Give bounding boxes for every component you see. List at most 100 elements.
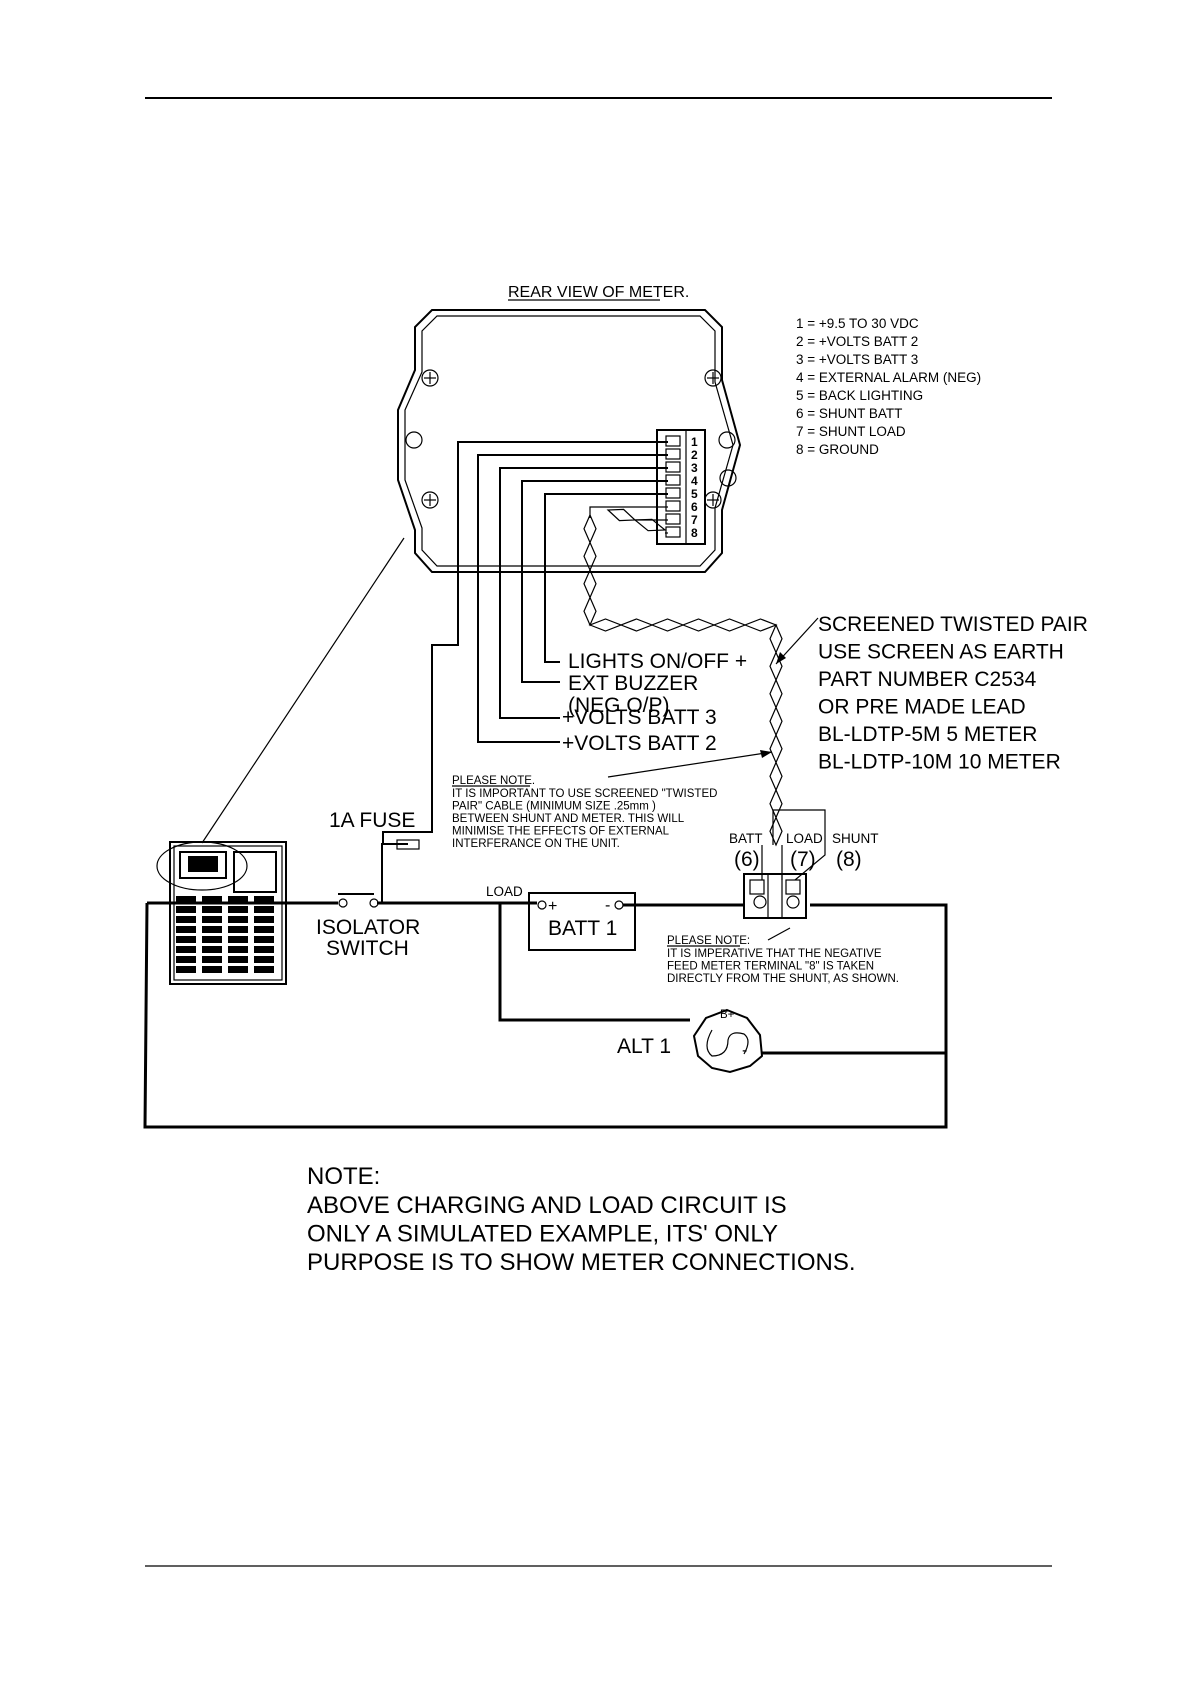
legend-item: 6 = SHUNT BATT <box>796 406 902 421</box>
screw-icon <box>421 369 439 387</box>
bottom-note-line: ONLY A SIMULATED EXAMPLE, ITS' ONLY <box>307 1221 778 1248</box>
breaker-switch-icon <box>228 946 248 953</box>
panel-screen-icon <box>233 851 277 893</box>
breaker-switch-icon <box>254 966 274 973</box>
meter-callout-line <box>201 537 405 844</box>
legend-item: 5 = BACK LIGHTING <box>796 388 923 403</box>
breaker-switch-icon <box>202 926 222 933</box>
battery-terminal-icon <box>614 900 624 910</box>
cable-info-line: USE SCREEN AS EARTH <box>818 641 1064 664</box>
alt-label: ALT 1 <box>617 1035 671 1058</box>
wire-label-batt2: +VOLTS BATT 2 <box>562 732 717 755</box>
mount-hole-icon <box>719 469 737 487</box>
battery-plus: + <box>548 898 557 915</box>
screw-icon <box>704 369 722 387</box>
isolator-contact-icon <box>338 898 348 908</box>
fuse-label: 1A FUSE <box>329 809 415 832</box>
fuse-wire <box>377 843 408 904</box>
bottom-note-heading: NOTE: <box>307 1163 380 1190</box>
ground-loop-wire <box>143 902 948 1129</box>
breaker-switch-icon <box>202 916 222 923</box>
pin-label: 7 <box>691 513 698 527</box>
terminal-slot <box>665 448 681 460</box>
screw-icon <box>421 491 439 509</box>
isolator-label-1: ISOLATOR <box>316 916 420 939</box>
breaker-switch-icon <box>202 896 222 903</box>
battery <box>528 892 636 951</box>
breaker-switch-icon <box>202 956 222 963</box>
bottom-note: NOTE:ABOVE CHARGING AND LOAD CIRCUIT ISO… <box>307 1163 856 1276</box>
shunt-num-batt: (6) <box>734 848 760 871</box>
note1-line: PAIR" CABLE (MINIMUM SIZE .25mm ) <box>452 801 656 813</box>
breaker-switch-icon <box>254 956 274 963</box>
mount-hole-icon <box>718 431 736 449</box>
meter-title: REAR VIEW OF METER. <box>508 284 689 301</box>
breaker-switch-icon <box>228 936 248 943</box>
breaker-switch-icon <box>176 916 196 923</box>
note1-line: MINIMISE THE EFFECTS OF EXTERNAL <box>452 826 670 838</box>
arrow-head-icon <box>776 652 786 664</box>
terminal-slot <box>665 474 681 486</box>
twisted-pair-cable <box>583 508 783 847</box>
breaker-switch-icon <box>176 896 196 903</box>
cable-info-line: BL-LDTP-10M 10 METER <box>818 751 1061 774</box>
pin-label: 2 <box>691 448 698 462</box>
breaker-switch-icon <box>228 906 248 913</box>
breaker-switch-icon <box>228 896 248 903</box>
alt-plus-label: B+ <box>720 1009 735 1021</box>
breaker-switch-icon <box>202 966 222 973</box>
bottom-note-line: PURPOSE IS TO SHOW METER CONNECTIONS. <box>307 1249 856 1276</box>
wire-label-lights: LIGHTS ON/OFF + <box>568 650 747 673</box>
wire-pin5 <box>544 493 668 663</box>
isolator-contact-icon <box>369 898 379 908</box>
battery-minus: - <box>605 897 610 914</box>
breaker-switch-icon <box>228 966 248 973</box>
breaker-switch-icon <box>176 956 196 963</box>
shunt-sense-wire <box>772 809 826 881</box>
load-label: LOAD <box>486 884 523 899</box>
note1-heading: PLEASE NOTE. <box>452 775 535 787</box>
cable-info-line: PART NUMBER C2534 <box>818 668 1037 691</box>
breaker-switch-icon <box>202 906 222 913</box>
legend-item: 8 = GROUND <box>796 442 879 457</box>
shunt-num-shunt: (8) <box>836 848 862 871</box>
terminal-slot <box>665 500 681 512</box>
legend-item: 3 = +VOLTS BATT 3 <box>796 352 918 367</box>
wire-label-buzzer: EXT BUZZER <box>568 672 698 695</box>
note2-heading: PLEASE NOTE: <box>667 935 750 947</box>
legend-item: 4 = EXTERNAL ALARM (NEG) <box>796 370 981 385</box>
wire-label-buzzer-sub: (NEG O/P) <box>568 694 670 717</box>
shunt-label-shunt: SHUNT <box>832 831 879 846</box>
breaker-switch-icon <box>254 896 274 903</box>
breaker-switch-icon <box>228 956 248 963</box>
arrow-head-icon <box>760 750 772 758</box>
breaker-switch-icon <box>176 946 196 953</box>
breaker-switch-icon <box>202 946 222 953</box>
note-negative-feed: PLEASE NOTE:IT IS IMPERATIVE THAT THE NE… <box>667 935 899 985</box>
breaker-switch-icon <box>176 936 196 943</box>
battery-label: BATT 1 <box>548 917 617 940</box>
alt-pos-wire <box>498 903 690 1022</box>
note2-line: IT IS IMPERATIVE THAT THE NEGATIVE <box>667 948 882 960</box>
shunt <box>743 873 807 919</box>
cable-info-line: OR PRE MADE LEAD <box>818 696 1026 719</box>
note2-line: DIRECTLY FROM THE SHUNT, AS SHOWN. <box>667 973 899 985</box>
meter-display-icon <box>179 851 227 879</box>
breaker-switch-icon <box>176 966 196 973</box>
legend-item: 2 = +VOLTS BATT 2 <box>796 334 918 349</box>
screw-icon <box>704 491 722 509</box>
note-twisted-pair: PLEASE NOTE.IT IS IMPORTANT TO USE SCREE… <box>452 775 717 850</box>
breaker-switch-icon <box>176 926 196 933</box>
wire-label-batt3: +VOLTS BATT 3 <box>562 706 717 729</box>
wire-pin3 <box>499 467 668 719</box>
note1-line: BETWEEN SHUNT AND METER. THIS WILL <box>452 813 685 825</box>
isolator-label-2: SWITCH <box>326 937 409 960</box>
note2-arrow <box>767 927 791 941</box>
cable-info-line: BL-LDTP-5M 5 METER <box>818 723 1037 746</box>
wire-pin4 <box>521 480 668 683</box>
terminal-slot <box>665 461 681 473</box>
terminal-slot <box>665 513 681 525</box>
breaker-switch-icon <box>254 906 274 913</box>
sine-wave-icon <box>706 1029 749 1057</box>
